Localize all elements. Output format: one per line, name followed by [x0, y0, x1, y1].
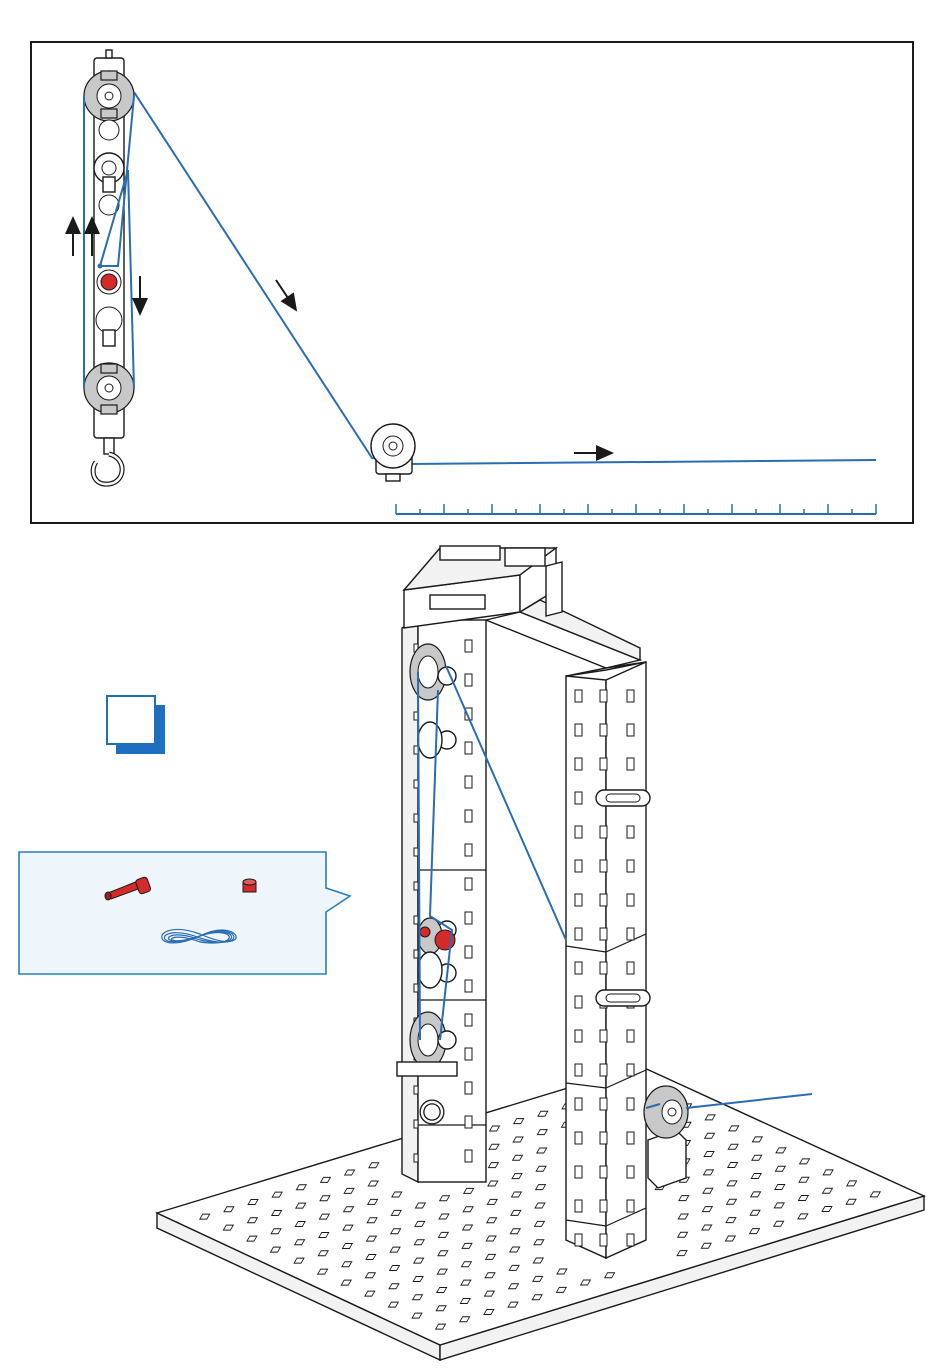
tower-hole — [414, 780, 418, 788]
pillar-hole — [600, 826, 607, 838]
pillar-hole — [575, 1030, 582, 1042]
tower-hole — [465, 640, 472, 652]
tower-hole — [414, 984, 418, 992]
pillar-hole — [600, 1030, 607, 1042]
pillar-hole — [600, 724, 607, 736]
pillar-hole — [575, 1234, 582, 1246]
deflection-pulley-icon — [371, 424, 415, 481]
pillar-hole — [600, 962, 607, 974]
pillar-hole — [627, 962, 634, 974]
pillar-hole — [600, 1166, 607, 1178]
pillar-hole — [600, 928, 607, 940]
tower-hole — [465, 810, 472, 822]
pillar-hole — [600, 1064, 607, 1076]
pillar-hole — [575, 894, 582, 906]
pillar-hole — [627, 928, 634, 940]
pillar-hole — [575, 758, 582, 770]
tower-hole — [414, 1086, 418, 1094]
pillar-hole — [627, 826, 634, 838]
pillar-hole — [600, 894, 607, 906]
pillar-hole — [575, 690, 582, 702]
base-plate — [157, 1066, 924, 1360]
pillar-hole — [600, 1132, 607, 1144]
pillar-hole — [627, 860, 634, 872]
pillar-hole — [600, 1098, 607, 1110]
pillar-hole — [575, 1098, 582, 1110]
pillar-hole — [627, 1132, 634, 1144]
tower-hole — [465, 1150, 472, 1162]
pillar-hole — [627, 1064, 634, 1076]
pillar-hole — [575, 928, 582, 940]
schematic-panel — [31, 42, 913, 523]
left-tower — [402, 620, 486, 1182]
pillar-hole — [600, 1234, 607, 1246]
pillar-hole — [627, 1200, 634, 1212]
pillar-hole — [627, 1234, 634, 1246]
pillar-hole — [575, 1132, 582, 1144]
red-clamp-ring-icon — [243, 879, 256, 892]
pillar-hole — [627, 690, 634, 702]
tower-hole — [465, 844, 472, 856]
tower-hole — [414, 848, 418, 856]
pillar-hole — [575, 792, 582, 804]
pillar-hole — [575, 1200, 582, 1212]
clip-icon — [596, 790, 650, 806]
pillar-hole — [575, 996, 582, 1008]
pillar-hole — [575, 1166, 582, 1178]
pillar-hole — [600, 860, 607, 872]
pillar-hole — [627, 1030, 634, 1042]
pillar-hole — [575, 724, 582, 736]
tower-hole — [465, 1048, 472, 1060]
pillar-hole — [627, 758, 634, 770]
tower-hole — [414, 882, 418, 890]
tower-hole — [465, 878, 472, 890]
parts-callout-icon — [19, 852, 350, 974]
clip-icon — [596, 990, 650, 1006]
pillar-hole — [575, 860, 582, 872]
pillar-hole — [600, 758, 607, 770]
tower-hole — [414, 916, 418, 924]
tower-hole — [465, 776, 472, 788]
pillar-hole — [627, 724, 634, 736]
pillar-hole — [627, 894, 634, 906]
pillar-hole — [575, 1064, 582, 1076]
tower-hole — [414, 1154, 418, 1162]
tower-hole — [465, 946, 472, 958]
tower-hole — [414, 746, 418, 754]
step-number-badge-icon — [107, 696, 165, 754]
tower-hole — [414, 814, 418, 822]
tower-hole — [414, 950, 418, 958]
pillar-hole — [627, 1166, 634, 1178]
pillar-hole — [600, 690, 607, 702]
tower-hole — [465, 980, 472, 992]
tower-hole — [465, 1116, 472, 1128]
tower-hole — [465, 1082, 472, 1094]
tower-hole — [465, 912, 472, 924]
tower-hole — [414, 1120, 418, 1128]
tower-hole — [465, 742, 472, 754]
pillar-hole — [600, 1200, 607, 1212]
tower-hole — [465, 674, 472, 686]
pillar-hole — [627, 1098, 634, 1110]
red-pin-marker-icon — [101, 274, 117, 290]
pillar-hole — [575, 962, 582, 974]
tower-hole — [465, 1014, 472, 1026]
pillar-hole — [575, 826, 582, 838]
right-pillar — [566, 662, 650, 1258]
